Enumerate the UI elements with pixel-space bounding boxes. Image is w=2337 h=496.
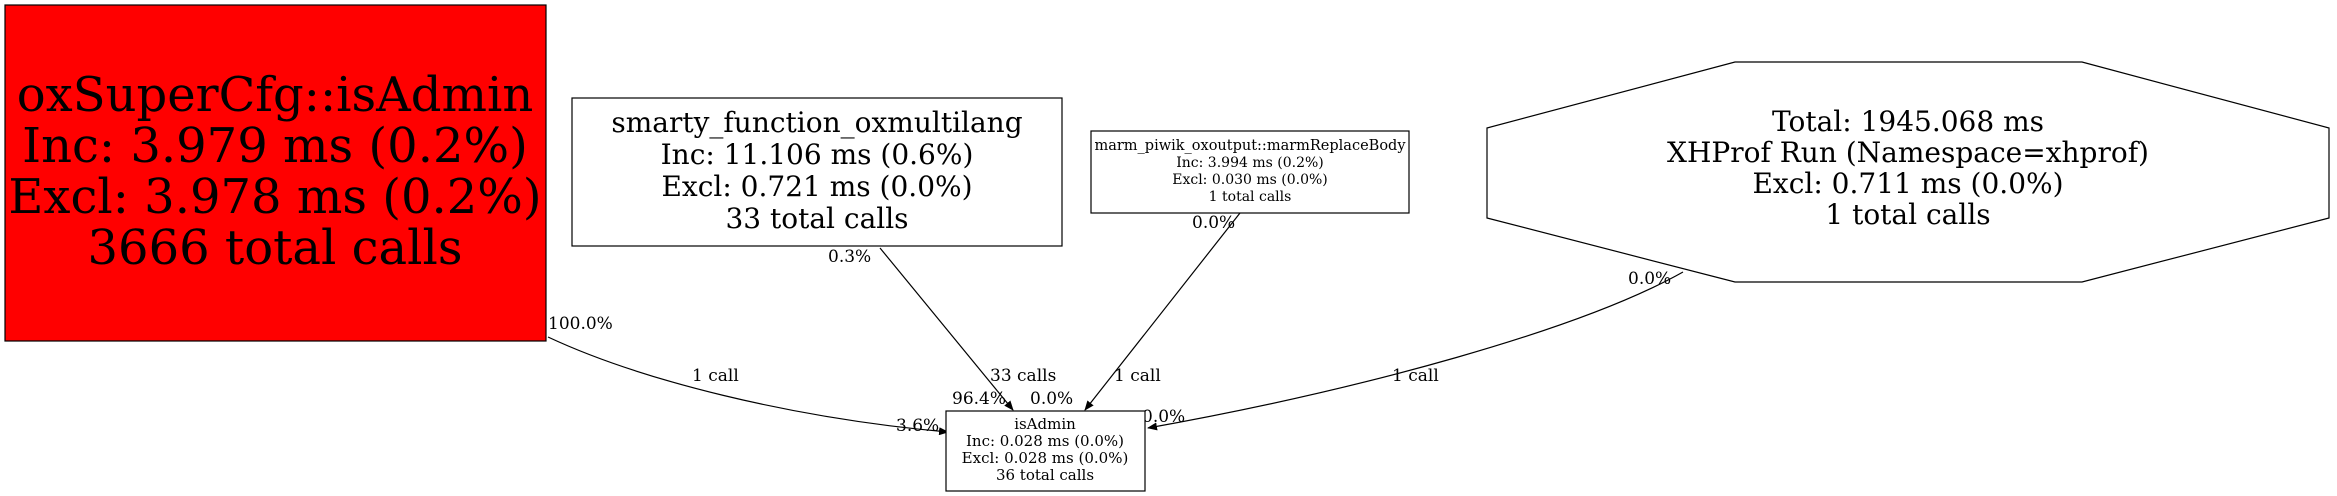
node-label-calls: 3666 total calls: [88, 220, 463, 276]
node-octagon: [1486, 61, 2330, 283]
node-label-inclusive: Inc: 3.979 ms (0.2%): [22, 118, 528, 174]
node-label-run: XHProf Run (Namespace=xhprof): [1667, 136, 2149, 169]
node-isadmin[interactable]: isAdmin Inc: 0.028 ms (0.0%) Excl: 0.028…: [945, 410, 1146, 492]
edge-call-count: 1 call: [1114, 366, 1161, 386]
edge-line: [1084, 212, 1241, 411]
edge-head-percent: 0.0%: [1142, 407, 1185, 427]
node-label-function: marm_piwik_oxoutput::marmReplaceBody: [1094, 138, 1406, 154]
node-label-calls: 1 total calls: [1825, 198, 1990, 231]
node-box: [571, 97, 1063, 247]
node-label-exclusive: Excl: 0.030 ms (0.0%): [1172, 172, 1328, 188]
node-marm-piwik-replacebody[interactable]: marm_piwik_oxoutput::marmReplaceBody Inc…: [1090, 130, 1410, 214]
edge-call-count: 33 calls: [990, 366, 1056, 386]
node-label-inclusive: Inc: 11.106 ms (0.6%): [661, 138, 974, 171]
edge-head-percent: 96.4%: [952, 389, 1006, 409]
node-label-calls: 36 total calls: [996, 466, 1094, 484]
node-label-function: smarty_function_oxmultilang: [611, 106, 1022, 139]
edge-tail-percent: 0.0%: [1628, 269, 1671, 289]
edge-tail-percent: 0.0%: [1192, 213, 1235, 233]
node-label-exclusive: Excl: 0.721 ms (0.0%): [661, 170, 972, 203]
node-label-exclusive: Excl: 0.028 ms (0.0%): [962, 449, 1129, 467]
node-label-function: oxSuperCfg::isAdmin: [17, 67, 534, 123]
edge-head-percent: 3.6%: [896, 416, 939, 436]
edge-call-count: 1 call: [692, 366, 739, 386]
node-label-calls: 33 total calls: [725, 202, 908, 235]
edge-oxsupercfg-to-isadmin[interactable]: 100.0% 1 call 3.6%: [547, 314, 949, 436]
edge-smarty-to-isadmin[interactable]: 0.3% 33 calls 96.4%: [828, 247, 1056, 411]
node-label-inclusive: Inc: 3.994 ms (0.2%): [1176, 155, 1324, 171]
edge-total-to-isadmin[interactable]: 0.0% 1 call 0.0%: [1142, 269, 1684, 431]
edge-line: [1147, 271, 1684, 431]
node-box: [4, 4, 547, 342]
node-total-xhprof-run[interactable]: Total: 1945.068 ms XHProf Run (Namespace…: [1486, 61, 2330, 283]
node-box: [1090, 130, 1410, 214]
node-label-exclusive: Excl: 3.978 ms (0.2%): [8, 169, 541, 225]
edge-line: [547, 336, 949, 436]
edge-line: [879, 247, 1014, 411]
node-label-calls: 1 total calls: [1209, 189, 1292, 205]
node-label-total: Total: 1945.068 ms: [1772, 105, 2044, 138]
edge-marm-to-isadmin[interactable]: 0.0% 1 call 0.0%: [1030, 212, 1241, 411]
node-oxsupercfg-isadmin[interactable]: oxSuperCfg::isAdmin Inc: 3.979 ms (0.2%)…: [4, 4, 547, 342]
edge-tail-percent: 0.3%: [828, 247, 871, 267]
node-label-exclusive: Excl: 0.711 ms (0.0%): [1752, 167, 2063, 200]
edge-tail-percent: 100.0%: [548, 314, 613, 334]
node-smarty-function-oxmultilang[interactable]: smarty_function_oxmultilang Inc: 11.106 …: [571, 97, 1063, 247]
edge-head-percent: 0.0%: [1030, 389, 1073, 409]
node-label-function: isAdmin: [1014, 415, 1076, 433]
node-label-inclusive: Inc: 0.028 ms (0.0%): [966, 432, 1124, 450]
edge-call-count: 1 call: [1392, 366, 1439, 386]
node-box: [945, 410, 1146, 492]
